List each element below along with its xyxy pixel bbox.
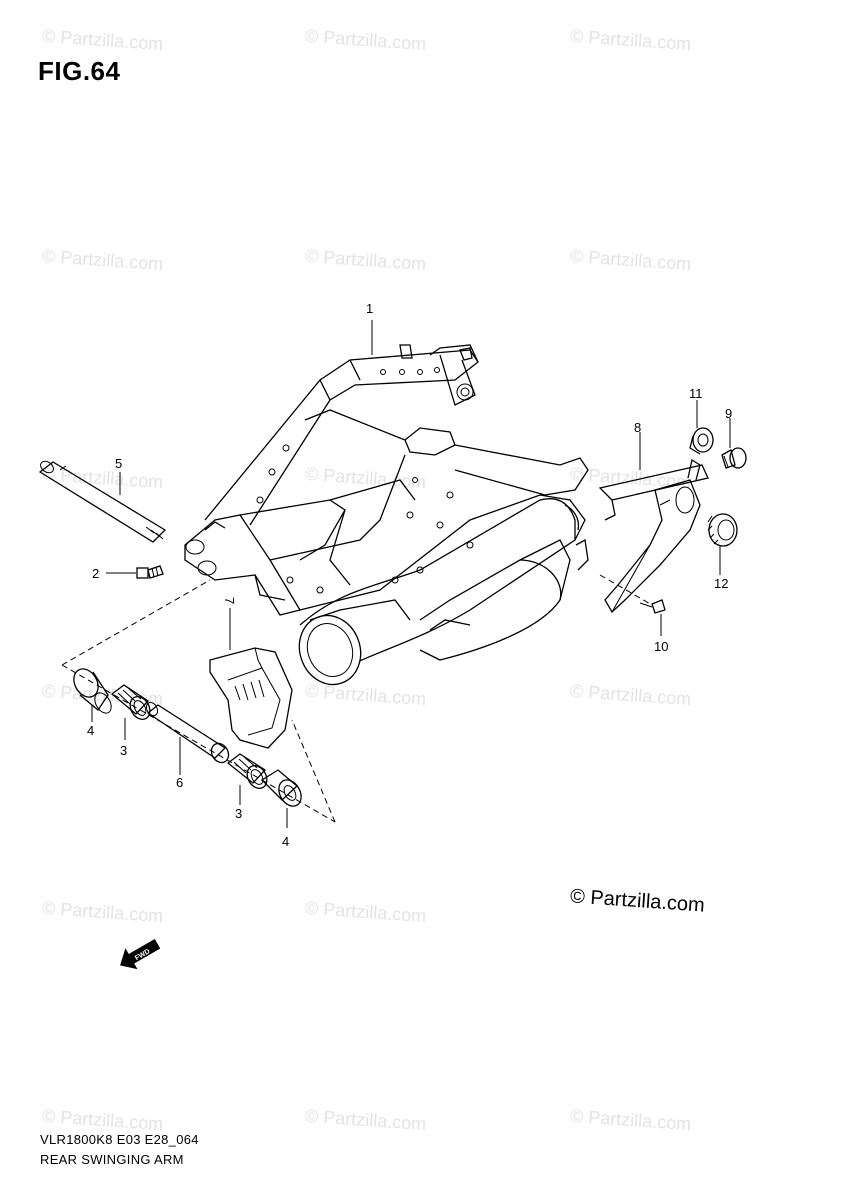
swing-arm-part[interactable] (184, 344, 589, 693)
callout-number: 1 (366, 301, 373, 316)
pivot-shaft-part[interactable] (38, 459, 167, 543)
callout-number: 3 (235, 806, 242, 821)
figure-title: FIG.64 (38, 56, 121, 86)
callout-number: 9 (725, 406, 732, 421)
front-direction-arrow-icon: FWD (120, 938, 161, 970)
callout-number: 6 (176, 775, 183, 790)
spacer-tube-part[interactable] (144, 700, 232, 765)
callout-number: 5 (115, 456, 122, 471)
callout-number: 11 (689, 386, 703, 401)
callout-number: 2 (92, 566, 99, 581)
mounting-bracket-part[interactable] (598, 458, 709, 614)
bracket-bolt-part[interactable] (721, 447, 747, 469)
callout-number: 3 (120, 743, 127, 758)
callout-number: 8 (634, 420, 641, 435)
callout-number: 12 (714, 576, 728, 591)
callout-number: 4 (87, 723, 94, 738)
diagram-caption: REAR SWINGING ARM (40, 1152, 184, 1167)
rubber-cushion-part[interactable] (689, 427, 714, 455)
flange-nut-part[interactable] (707, 513, 738, 547)
pivot-bolt-part[interactable] (136, 565, 164, 579)
dust-seal-collar-part[interactable] (260, 769, 306, 810)
diagram-code: VLR1800K8 E03 E28_064 (40, 1132, 199, 1147)
bracket-screw-part[interactable] (639, 599, 666, 614)
callout-number: 4 (282, 834, 289, 849)
dust-seal-collar-part[interactable] (69, 665, 115, 717)
needle-bearing-part[interactable] (226, 753, 271, 792)
swing-arm-cover-part[interactable] (209, 647, 293, 749)
callout-number: 7 (222, 597, 237, 604)
callout-number: 10 (654, 639, 668, 654)
